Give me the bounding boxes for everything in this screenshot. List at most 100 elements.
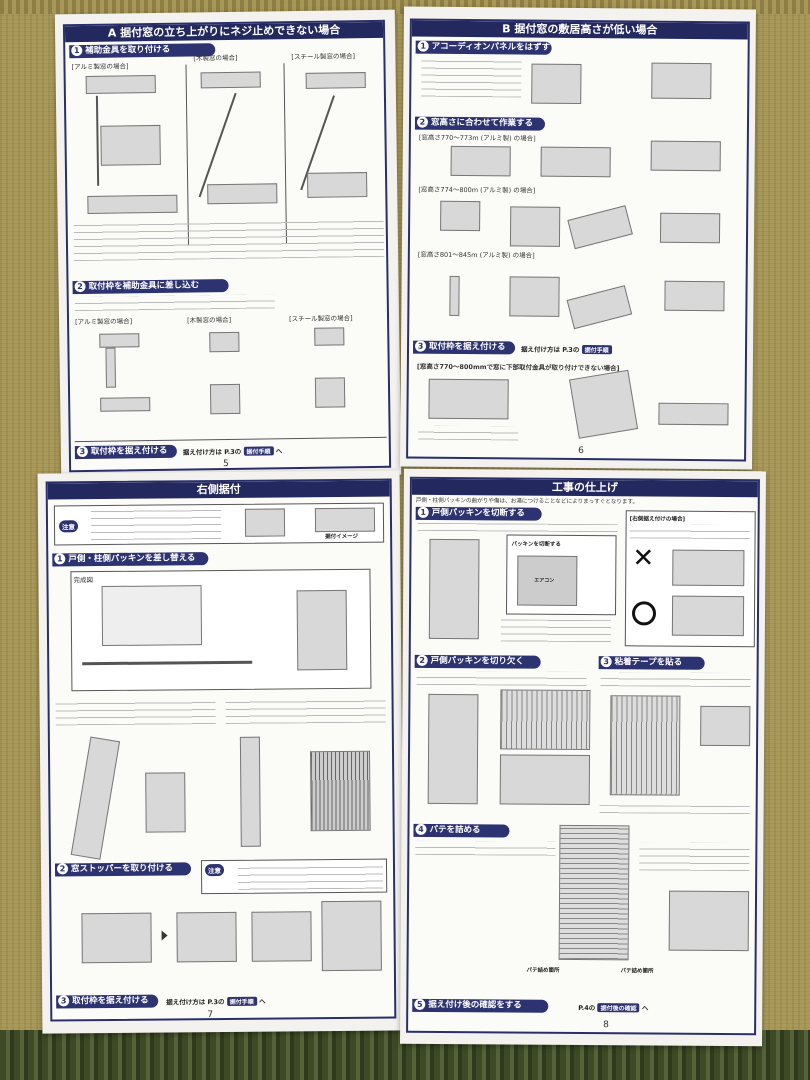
page-number-7: 7 bbox=[207, 1010, 214, 1021]
case-801-845: [窓高さ801〜845m (アルミ製) の場合] bbox=[417, 250, 535, 260]
section-title: アコーディオンパネルをはずす bbox=[431, 41, 551, 53]
section-title: 戸側パッキンを切り欠く bbox=[430, 655, 524, 667]
page-7-caution2-box: 注意 bbox=[200, 858, 388, 895]
page-8-intro: 戸側・柱側パッキンの曲がりや傷は、お湯につけることなどによりまっすぐとなります。 bbox=[415, 497, 639, 506]
subheading-wood: [木製窓の場合] bbox=[193, 53, 238, 63]
complete-label: 完成図 bbox=[73, 576, 94, 585]
section-title: 窓高さに合わせて作業する bbox=[430, 117, 534, 129]
section-number: 3 bbox=[415, 340, 427, 352]
page-8-footer-ref: P.4の 据付後の確認 へ bbox=[578, 1002, 648, 1012]
page-number-6: 6 bbox=[578, 446, 584, 457]
illustration-case1-b bbox=[540, 146, 611, 178]
page-8-sec4-note bbox=[639, 842, 750, 872]
caution2-text bbox=[237, 862, 384, 890]
page-7-caution-box: 注意 据付イメージ bbox=[53, 502, 385, 546]
section-title: 粘着テープを貼る bbox=[614, 657, 683, 668]
illustration-notch-unit bbox=[427, 693, 479, 805]
section-number: 3 bbox=[600, 656, 612, 668]
caution-badge: 注意 bbox=[58, 520, 79, 533]
illustration-stopper-4 bbox=[321, 900, 382, 972]
footer-ref-text: P.4の bbox=[578, 1003, 596, 1013]
section-title: 戸側パッキンを切断する bbox=[431, 507, 525, 519]
illustration2-steel-top bbox=[314, 327, 345, 346]
right-case-label: [右側据え付けの場合] bbox=[629, 516, 686, 523]
illustration-tape-unit bbox=[609, 695, 681, 796]
section-number: 4 bbox=[415, 823, 427, 835]
illustration-rail bbox=[82, 660, 253, 666]
illustration2-alum-top bbox=[99, 333, 140, 348]
illustration-window-frame bbox=[101, 585, 203, 647]
illustration-case2-c bbox=[567, 205, 633, 250]
illustration-stopper-2 bbox=[176, 911, 237, 963]
ref-text: 据え付け方は P.3の bbox=[520, 345, 580, 355]
section-title: 取付枠を補助金具に差し込む bbox=[88, 280, 200, 292]
illustration-case1-c bbox=[650, 140, 721, 172]
footer-ref-pill: 据付手順 bbox=[243, 446, 274, 456]
page-5-header: A 据付窓の立ち上がりにネジ止めできない場合 bbox=[64, 21, 384, 43]
section-number: 2 bbox=[74, 280, 86, 293]
page-5-sec2-note bbox=[74, 294, 275, 312]
illustration2-wood-bottom bbox=[209, 383, 241, 415]
illustration-case2-a bbox=[440, 200, 481, 232]
illustration-sill-alum bbox=[87, 194, 178, 214]
illustration-install-2 bbox=[314, 507, 376, 533]
illustration-panel-2 bbox=[651, 62, 712, 100]
putty-label-left: パテ詰め箇所 bbox=[526, 967, 560, 974]
illustration2-alum-post bbox=[105, 347, 116, 388]
section-title: 窓ストッパーを取り付ける bbox=[70, 863, 174, 875]
illustration-case3-spring bbox=[449, 275, 460, 316]
illustration-frame-alum bbox=[95, 95, 100, 186]
section-title: パテを詰める bbox=[429, 824, 481, 836]
page-8-header: 工事の仕上げ bbox=[411, 478, 758, 498]
page-8-right-case-box: [右側据え付けの場合] ✕ bbox=[624, 510, 756, 648]
illustration2-steel-bottom bbox=[314, 377, 346, 408]
page-7-step2-text bbox=[225, 698, 386, 724]
illustration-case4-b bbox=[569, 369, 639, 439]
section-number: 1 bbox=[54, 553, 66, 565]
illustration-cut-detail: パッキンを切断する エアコン bbox=[505, 534, 617, 616]
page-5-notes-block bbox=[73, 216, 385, 262]
section-number: 2 bbox=[416, 116, 429, 128]
arrow-icon bbox=[161, 930, 168, 941]
illustration-window-alum bbox=[100, 124, 161, 166]
section-title: 戸側・柱側パッキンを差し替える bbox=[68, 553, 196, 565]
section-title: 取付枠を据え付ける bbox=[90, 445, 168, 457]
sheet-page-8: 工事の仕上げ 戸側・柱側パッキンの曲がりや傷は、お湯につけることなどによりまっす… bbox=[399, 468, 767, 1047]
caution2-badge: 注意 bbox=[204, 863, 225, 877]
page-number-5: 5 bbox=[222, 459, 229, 470]
cut-label: パッキンを切断する bbox=[511, 541, 561, 548]
illustration-packing-2 bbox=[145, 772, 186, 833]
case-770-800-no-bracket: [窓高さ770〜800mmで窓に下部取付金具が取り付けできない場合] bbox=[416, 362, 620, 373]
illustration2-alum-bottom bbox=[100, 397, 151, 412]
footer-ref-pill: 据付手順 bbox=[226, 996, 257, 1006]
subheading-steel: [スチール製窓の場合] bbox=[291, 52, 356, 62]
illustration-case3-b bbox=[509, 276, 560, 317]
illustration-stopper-3 bbox=[251, 911, 312, 962]
wrong-cross-icon: ✕ bbox=[632, 543, 655, 574]
divider-2 bbox=[283, 63, 287, 244]
page-5-rule bbox=[74, 436, 387, 443]
putty-label-right: パテ詰め箇所 bbox=[620, 968, 654, 975]
caution2-label: 注意 bbox=[208, 867, 222, 876]
section-number: 5 bbox=[414, 998, 426, 1010]
illustration-install-1 bbox=[244, 508, 286, 537]
section-number: 2 bbox=[56, 863, 69, 875]
illustration-sill-wood bbox=[207, 183, 278, 205]
illustration-sill-steel bbox=[307, 172, 368, 198]
illustration-aircon-unit bbox=[296, 589, 348, 671]
install-image-label: 据付イメージ bbox=[325, 533, 359, 541]
illustration-unit-cut bbox=[428, 538, 480, 640]
illustration-aircon: エアコン bbox=[517, 555, 578, 606]
section-title: 取付枠を据え付ける bbox=[429, 341, 506, 353]
page-8-sec1-note bbox=[500, 619, 611, 643]
